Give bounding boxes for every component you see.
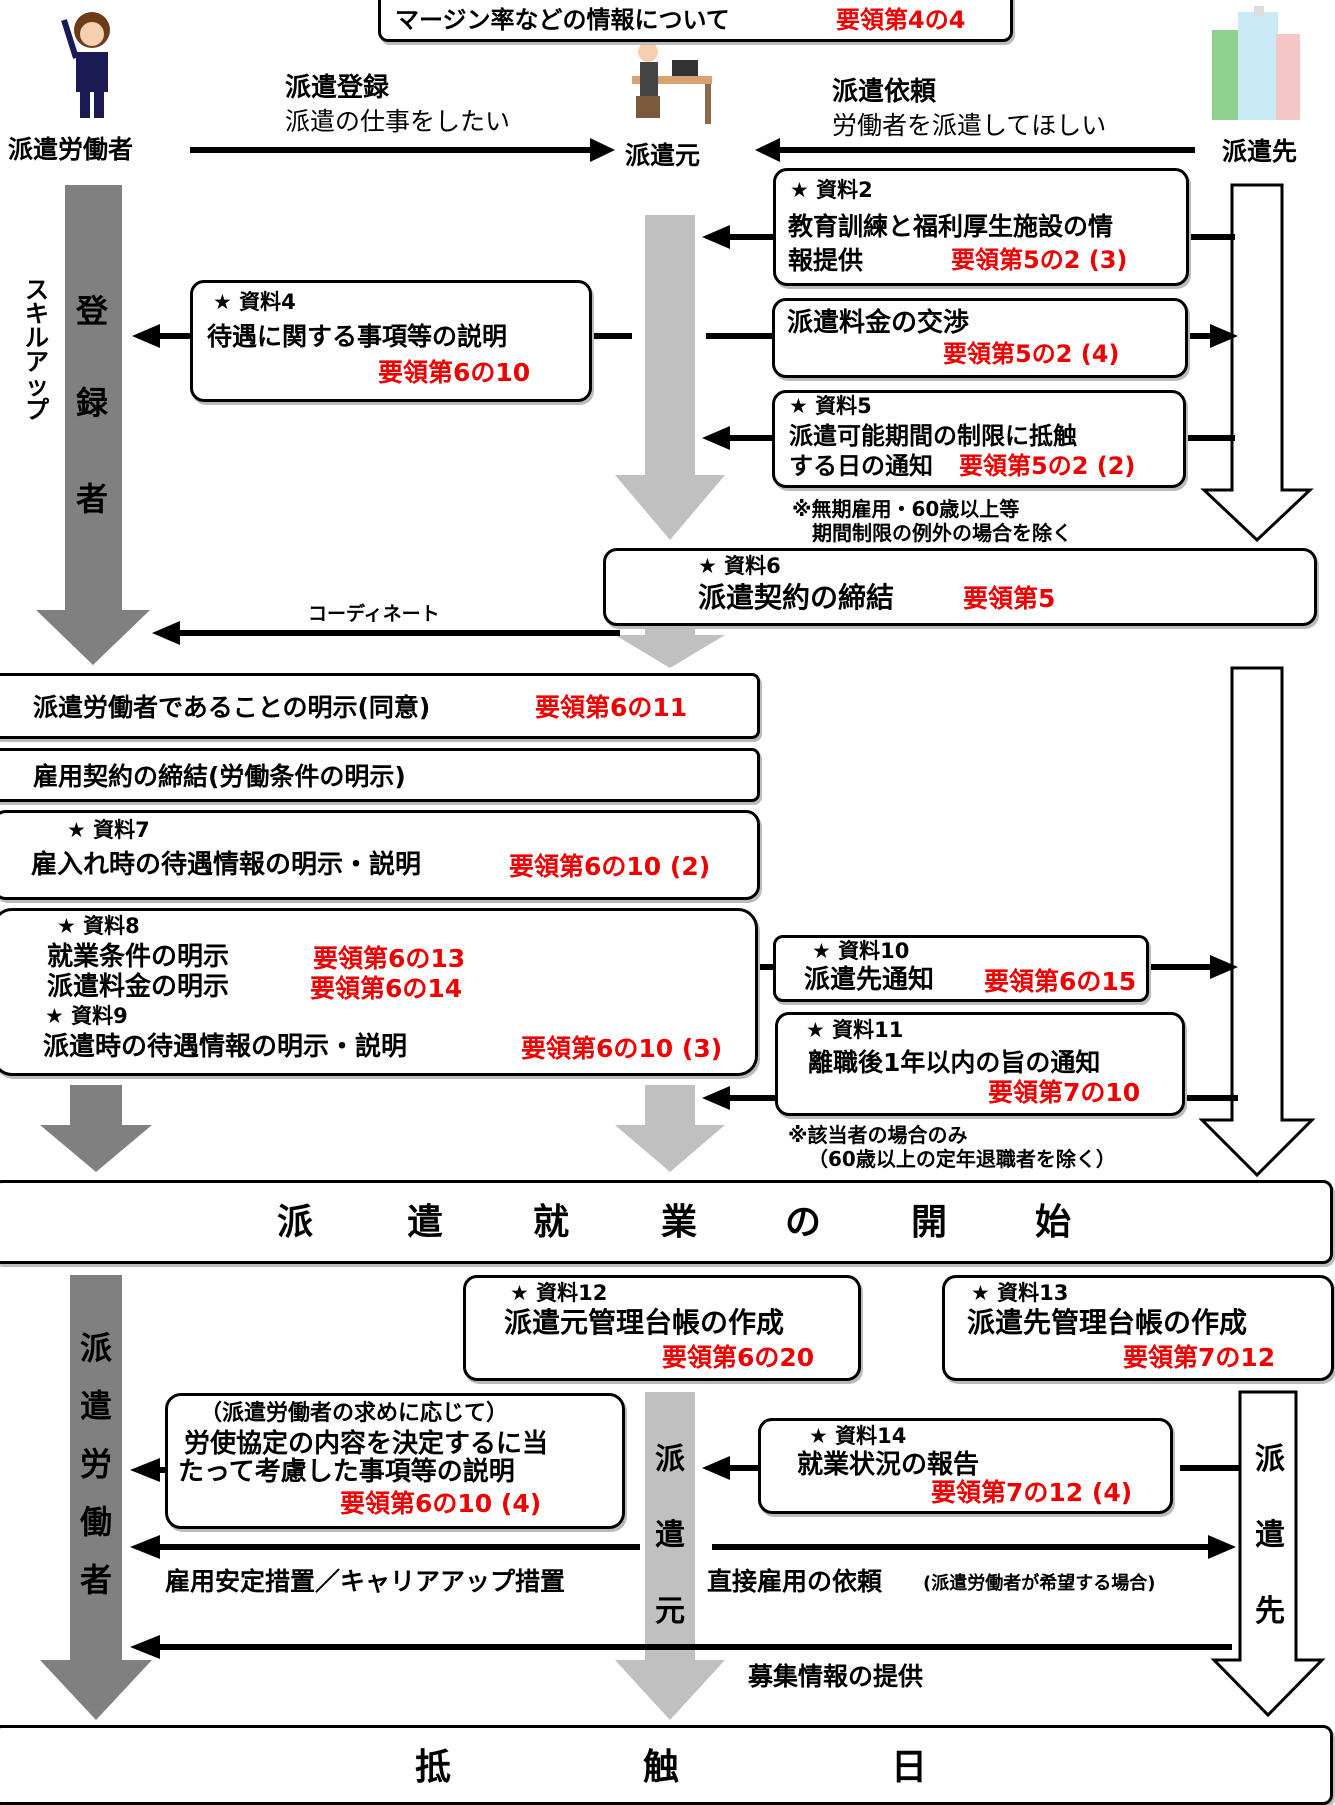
- source-arrow-top: [615, 215, 725, 540]
- employment-box: 雇用契約の締結(労働条件の明示): [0, 748, 760, 802]
- registration-sub: 派遣の仕事をしたい: [285, 107, 511, 136]
- doc4-box: ★ 資料4 待遇に関する事項等の説明 要領第6の10: [190, 280, 592, 402]
- request-sub: 労働者を派遣してほしい: [832, 111, 1107, 140]
- doc2-box: ★ 資料2 教育訓練と福利厚生施設の情 報提供 要領第5の2 (3): [773, 168, 1189, 286]
- start-bar: 派 遣 就 業 の 開 始: [0, 1180, 1333, 1264]
- registrant-label: 登 録 者: [75, 292, 108, 518]
- doc7-box: ★ 資料7 雇入れ時の待遇情報の明示・説明 要領第6の10 (2): [0, 810, 760, 900]
- note5-line2: 期間制限の例外の場合を除く: [812, 521, 1072, 545]
- direct-note: (派遣労働者が希望する場合): [923, 1573, 1156, 1594]
- source-arrow-bottom: [615, 1392, 725, 1720]
- request-title: 派遣依頼: [832, 77, 937, 107]
- skillup-label: スキルアップ: [25, 276, 49, 424]
- registration-title: 派遣登録: [285, 73, 390, 103]
- building-icon: [1212, 6, 1300, 120]
- dest-arrow-bottom: [1210, 1390, 1326, 1718]
- doc5-box: ★ 資料5 派遣可能期間の制限に抵触 する日の通知 要領第5の2 (2): [772, 390, 1186, 488]
- labor-box: （派遣労働者の求めに応じて） 労使協定の内容を決定するに当 たって考慮した事項等…: [165, 1393, 625, 1529]
- dest-arrow-mid: [1198, 666, 1316, 1178]
- actor-dest: 派遣先: [1222, 137, 1298, 166]
- direct-label: 直接雇用の依頼: [707, 1567, 883, 1596]
- bottom-source-label: 派 遣 元: [655, 1442, 685, 1629]
- note5-line1: ※無期雇用・60歳以上等: [792, 497, 1020, 521]
- stability-label: 雇用安定措置／キャリアアップ措置: [165, 1567, 566, 1596]
- doc6-box: ★ 資料6 派遣契約の締結 要領第5: [603, 548, 1317, 626]
- source-arrow-small: [615, 625, 725, 668]
- worker-arrow-mid: [40, 1085, 152, 1172]
- source-arrow-mid: [615, 1085, 725, 1172]
- actor-worker: 派遣労働者: [8, 135, 134, 164]
- bottom-worker-label: 派 遣 労 働 者: [79, 1329, 112, 1599]
- doc13-box: ★ 資料13 派遣先管理台帳の作成 要領第7の12: [942, 1275, 1334, 1381]
- coordinate-label: コーディネート: [308, 603, 440, 625]
- doc11-box: ★ 資料11 離職後1年以内の旨の通知 要領第7の10: [775, 1012, 1185, 1116]
- doc10-box: ★ 資料10 派遣先通知 要領第6の15: [773, 935, 1149, 1002]
- end-bar: 抵 触 日: [0, 1725, 1333, 1805]
- header-ref: 要領第4の4: [836, 6, 966, 34]
- doc14-box: ★ 資料14 就業状況の報告 要領第7の12 (4): [758, 1418, 1173, 1514]
- worker-figure-icon: [61, 12, 110, 118]
- recruit-label: 募集情報の提供: [748, 1662, 924, 1691]
- bottom-dest-label: 派 遣 先: [1255, 1442, 1285, 1629]
- fee-box: 派遣料金の交渉 要領第5の2 (4): [772, 298, 1188, 378]
- note11-line1: ※該当者の場合のみ: [788, 1123, 968, 1147]
- dest-arrow-top: [1200, 183, 1314, 543]
- header-title: マージン率などの情報について: [395, 6, 730, 34]
- doc12-box: ★ 資料12 派遣元管理台帳の作成 要領第6の20: [463, 1275, 861, 1381]
- agency-staff-icon: [632, 42, 712, 124]
- doc8-box: ★ 資料8 就業条件の明示 要領第6の13 派遣料金の明示 要領第6の14 ★ …: [0, 908, 758, 1076]
- explicit-box: 派遣労働者であることの明示(同意) 要領第6の11: [0, 673, 760, 739]
- header-box: マージン率などの情報について 要領第4の4: [378, 0, 1013, 42]
- actor-source: 派遣元: [625, 141, 701, 170]
- note11-line2: （60歳以上の定年退職者を除く）: [808, 1147, 1116, 1171]
- registrant-arrow: [36, 185, 150, 665]
- worker-arrow-bottom: [40, 1275, 152, 1720]
